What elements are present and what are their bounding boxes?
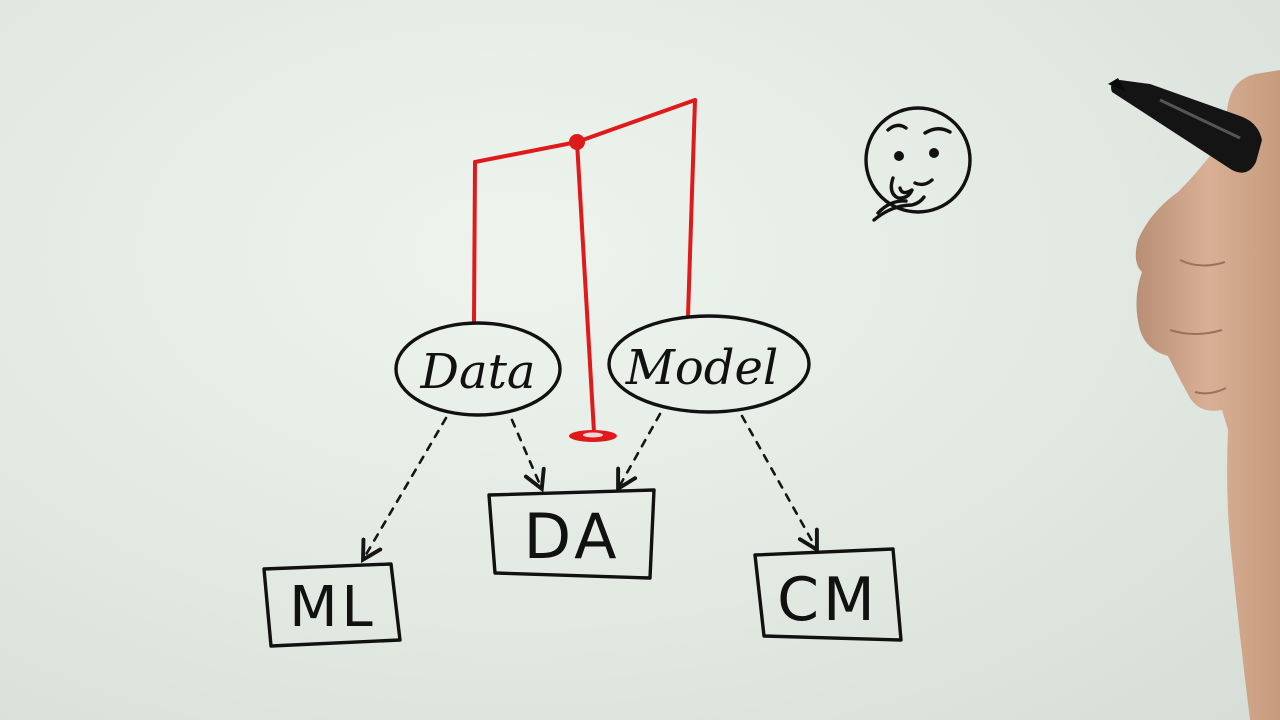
output-ml-label: ML [289, 575, 377, 640]
hand-shape [1135, 70, 1280, 720]
edge-data-ml [364, 416, 448, 558]
node-model: Model [607, 314, 811, 414]
edge-model-da [619, 412, 662, 487]
edge-data-da [510, 418, 541, 487]
edge-model-cm [740, 414, 816, 548]
output-da-label: DA [523, 500, 620, 573]
marker-body [1111, 80, 1262, 173]
node-data: Data [394, 321, 562, 417]
node-data-label: Data [419, 344, 535, 400]
balance-pivot [569, 134, 585, 150]
balance-beam [473, 98, 697, 164]
thinking-face-icon [864, 106, 972, 222]
balance-scale [472, 98, 697, 442]
output-cm: CM [753, 547, 903, 642]
balance-right-arm [686, 98, 697, 318]
node-model-label: Model [625, 340, 779, 396]
hand-marker-icon [1108, 70, 1280, 720]
output-da: DA [487, 488, 656, 580]
edges [364, 412, 816, 558]
output-cm-label: CM [777, 565, 879, 635]
output-ml: ML [262, 562, 402, 648]
balance-left-arm [472, 160, 477, 324]
balance-stand [575, 140, 596, 434]
